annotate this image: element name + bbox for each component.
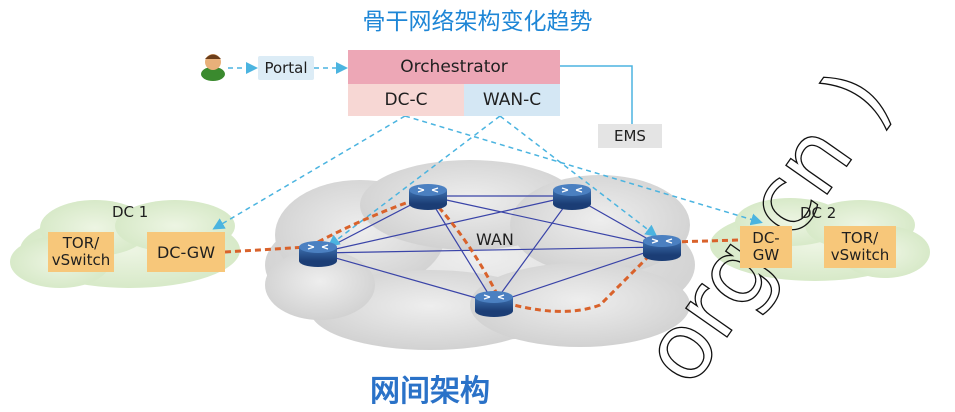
page-title: 骨干网络架构变化趋势	[362, 9, 593, 35]
wan-c-box: WAN-C	[464, 84, 560, 116]
router-icon	[409, 184, 447, 210]
section-title: 网间架构	[370, 374, 490, 409]
ems-box: EMS	[598, 124, 662, 148]
control-links	[212, 62, 763, 247]
wan-label: WAN	[476, 230, 514, 249]
router-icon	[553, 184, 591, 210]
portal-box: Portal	[258, 56, 314, 80]
dc1-tor-box: TOR/ vSwitch	[48, 232, 114, 272]
dc2-tor-box: TOR/ vSwitch	[824, 226, 896, 268]
router-icon	[299, 241, 337, 267]
dc-c-box: DC-C	[348, 84, 464, 116]
ems-link	[560, 65, 633, 124]
dc1-label: DC 1	[112, 203, 149, 221]
dc1-gw-box: DC-GW	[147, 232, 225, 272]
dc2-gw-label: DC- GW	[752, 229, 780, 264]
dc2-label: DC 2	[800, 204, 837, 222]
router-icon	[643, 235, 681, 261]
dc1-tor-label: TOR/ vSwitch	[51, 234, 111, 269]
orchestrator-box: Orchestrator	[348, 50, 560, 84]
user-icon	[201, 54, 225, 81]
dc2-gw-box: DC- GW	[740, 226, 792, 268]
dc1-gw-label: DC-GW	[156, 242, 216, 262]
dc2-tor-label: TOR/ vSwitch	[830, 229, 890, 264]
mesh-links	[317, 195, 663, 304]
data-path	[224, 196, 741, 313]
router-icon	[475, 291, 513, 317]
